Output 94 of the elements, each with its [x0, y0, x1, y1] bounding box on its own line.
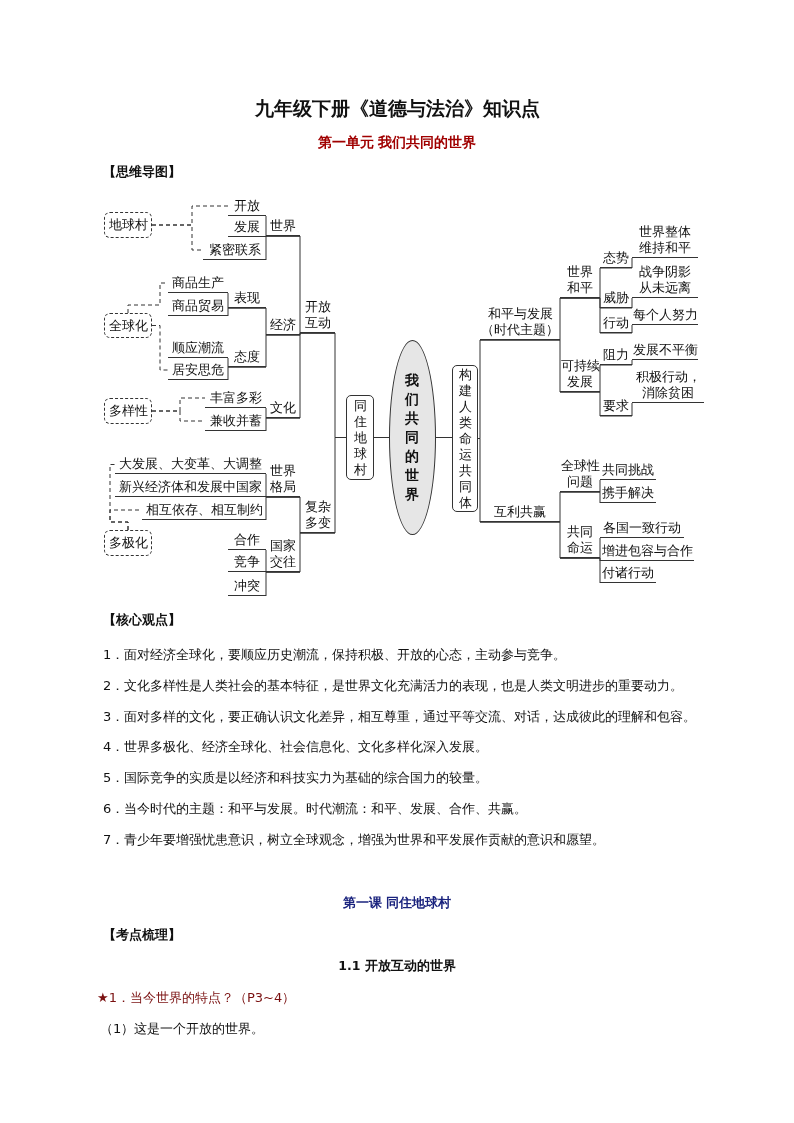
connector-line: [479, 339, 561, 393]
concept-box: 全球化: [104, 313, 152, 338]
branch-label: 文化: [266, 398, 300, 418]
connector-line: [599, 257, 633, 269]
branch-label: 商品贸易: [168, 296, 228, 316]
branch-label: 国家交往: [266, 536, 300, 572]
connector-line: [265, 496, 301, 521]
branch-label: 新兴经济体和发展中国家: [115, 477, 266, 497]
concept-box: 多样性: [104, 398, 152, 424]
connector-line: [559, 557, 601, 584]
key-point: 7．青少年要增强忧患意识，树立全球观念，增强为世界和平发展作贡献的意识和愿望。: [103, 831, 606, 849]
connector-line: [599, 402, 633, 417]
branch-label: 态势: [600, 248, 632, 268]
branch-label: 表现: [228, 288, 266, 308]
page-title: 九年级下册《道德与法治》知识点: [253, 96, 541, 121]
branch-label: 经济: [266, 314, 300, 335]
section-heading: 【考点梳理】: [103, 927, 181, 944]
central-ellipse: 我们共同的世界: [389, 340, 436, 535]
connector-line: [227, 307, 267, 317]
connector-line: [479, 521, 561, 559]
dashed-connector: [151, 325, 169, 371]
branch-label: 行动: [600, 313, 632, 333]
branch-label: 携手解决: [600, 483, 656, 503]
branch-label: 互利共赢: [480, 500, 560, 522]
concept-box: 地球村: [104, 212, 152, 238]
question-heading: ★1．当今世界的特点？（P3~4）: [97, 989, 296, 1007]
connector-line: [599, 359, 633, 366]
branch-label: 世界: [266, 214, 300, 236]
branch-label: 付诸行动: [600, 563, 656, 583]
connector-line: [227, 366, 267, 381]
branch-label: 开放互动: [300, 295, 335, 333]
connector-line: [559, 391, 601, 417]
lesson-heading: 第一课 同住地球村: [341, 895, 453, 912]
key-point: 4．世界多极化、经济全球化、社会信息化、文化多样化深入发展。: [103, 738, 489, 756]
branch-label: 世界整体维持和平: [632, 221, 698, 258]
branch-label: 丰富多彩: [205, 388, 266, 408]
unit-heading: 第一单元 我们共同的世界: [316, 134, 478, 152]
branch-label: 威胁: [600, 288, 632, 308]
connector-line: [599, 297, 633, 309]
section-heading: 【思维导图】: [103, 164, 181, 181]
key-point: 5．国际竞争的实质是以经济和科技实力为基础的综合国力的较量。: [103, 769, 489, 787]
branch-label: 各国一致行动: [600, 518, 684, 538]
topic-box: 同住地球村: [346, 395, 374, 480]
key-point: 1．面对经济全球化，要顺应历史潮流，保持积极、开放的心态，主动参与竞争。: [103, 646, 567, 664]
connector-line: [265, 235, 301, 261]
connector-line: [559, 491, 601, 504]
branch-label: 世界和平: [560, 260, 600, 298]
branch-label: 相互依存、相互制约: [142, 500, 266, 520]
branch-label: 开放: [228, 196, 266, 216]
connector-line: [559, 297, 601, 334]
branch-label: 发展不平衡: [632, 340, 698, 360]
branch-label: 世界格局: [266, 458, 300, 497]
branch-label: 合作: [228, 530, 266, 550]
connector-line: [265, 571, 301, 597]
branch-label: 居安思危: [168, 360, 228, 380]
connector-line: [373, 437, 390, 438]
branch-label: 态度: [228, 347, 266, 367]
branch-label: 增进包容与合作: [600, 541, 694, 561]
subsection-heading: 1.1 开放互动的世界: [337, 958, 457, 975]
key-point: 6．当今时代的主题：和平与发展。时代潮流：和平、发展、合作、共赢。: [103, 800, 528, 818]
branch-label: 战争阴影从未远离: [632, 262, 698, 298]
branch-label: 要求: [600, 396, 632, 416]
branch-label: 阻力: [600, 345, 632, 365]
branch-label: 全球性问题: [560, 452, 600, 492]
connector-line: [599, 324, 633, 334]
section-heading: 【核心观点】: [103, 612, 181, 629]
branch-label: 紧密联系: [203, 240, 266, 260]
connector-line: [435, 437, 453, 438]
connector-line: [265, 417, 301, 432]
branch-label: 发展: [228, 218, 266, 237]
branch-label: 顺应潮流: [168, 338, 228, 358]
branch-label: 商品生产: [168, 273, 228, 293]
key-point: 3．面对多样的文化，要正确认识文化差异，相互尊重，通过平等交流、对话，达成彼此的理解和包容。: [103, 708, 697, 726]
branch-label: 冲突: [228, 576, 266, 596]
key-point: 2．文化多样性是人类社会的基本特征，是世界文化充满活力的表现，也是人类文明进步的重要动力。: [103, 677, 684, 695]
branch-label: 复杂多变: [300, 493, 335, 533]
concept-box: 多极化: [104, 530, 152, 556]
branch-label: 共同命运: [560, 518, 600, 558]
branch-label: 可持续发展: [560, 353, 600, 392]
branch-label: 兼收并蓄: [205, 411, 266, 431]
branch-label: 每个人努力: [632, 305, 698, 325]
topic-box: 构建人类命运共同体: [452, 365, 478, 512]
connector-line: [299, 532, 336, 573]
branch-label: 大发展、大变革、大调整: [115, 455, 266, 474]
branch-label: 共同挑战: [600, 460, 656, 480]
connector-line: [477, 339, 481, 439]
connector-line: [299, 332, 336, 419]
dashed-connector: [151, 224, 204, 251]
branch-label: 积极行动，消除贫困: [632, 364, 704, 403]
connector-line: [477, 438, 481, 523]
branch-label: 和平与发展（时代主题）: [480, 303, 560, 340]
answer-text: （1）这是一个开放的世界。: [100, 1020, 265, 1038]
connector-line: [265, 334, 301, 368]
branch-label: 竞争: [228, 552, 266, 572]
